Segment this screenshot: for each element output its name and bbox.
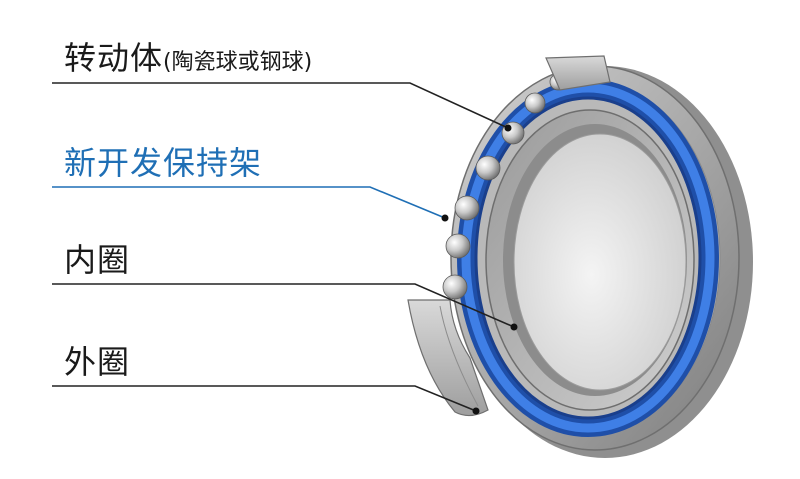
leader-outer — [52, 385, 477, 412]
leader-inner — [52, 283, 515, 328]
leader-balls — [52, 82, 509, 129]
leader-cage — [52, 186, 446, 219]
leader-dots — [441, 124, 518, 415]
label-rolling-elements-main: 转动体 — [64, 39, 164, 77]
cage — [457, 79, 719, 437]
label-rolling-elements-sub: (陶瓷球或钢球) — [163, 50, 313, 75]
label-outer-ring: 外圈 — [64, 343, 131, 381]
label-cage: 新开发保持架 — [64, 144, 263, 182]
inner-ring — [485, 109, 695, 411]
leader-lines — [52, 82, 515, 412]
outer-ring-cut-top — [545, 55, 611, 91]
outer-ring-cut-front — [407, 299, 489, 417]
label-inner-ring: 内圈 — [64, 241, 131, 279]
label-rolling-elements: 转动体(陶瓷球或钢球) — [64, 38, 312, 83]
